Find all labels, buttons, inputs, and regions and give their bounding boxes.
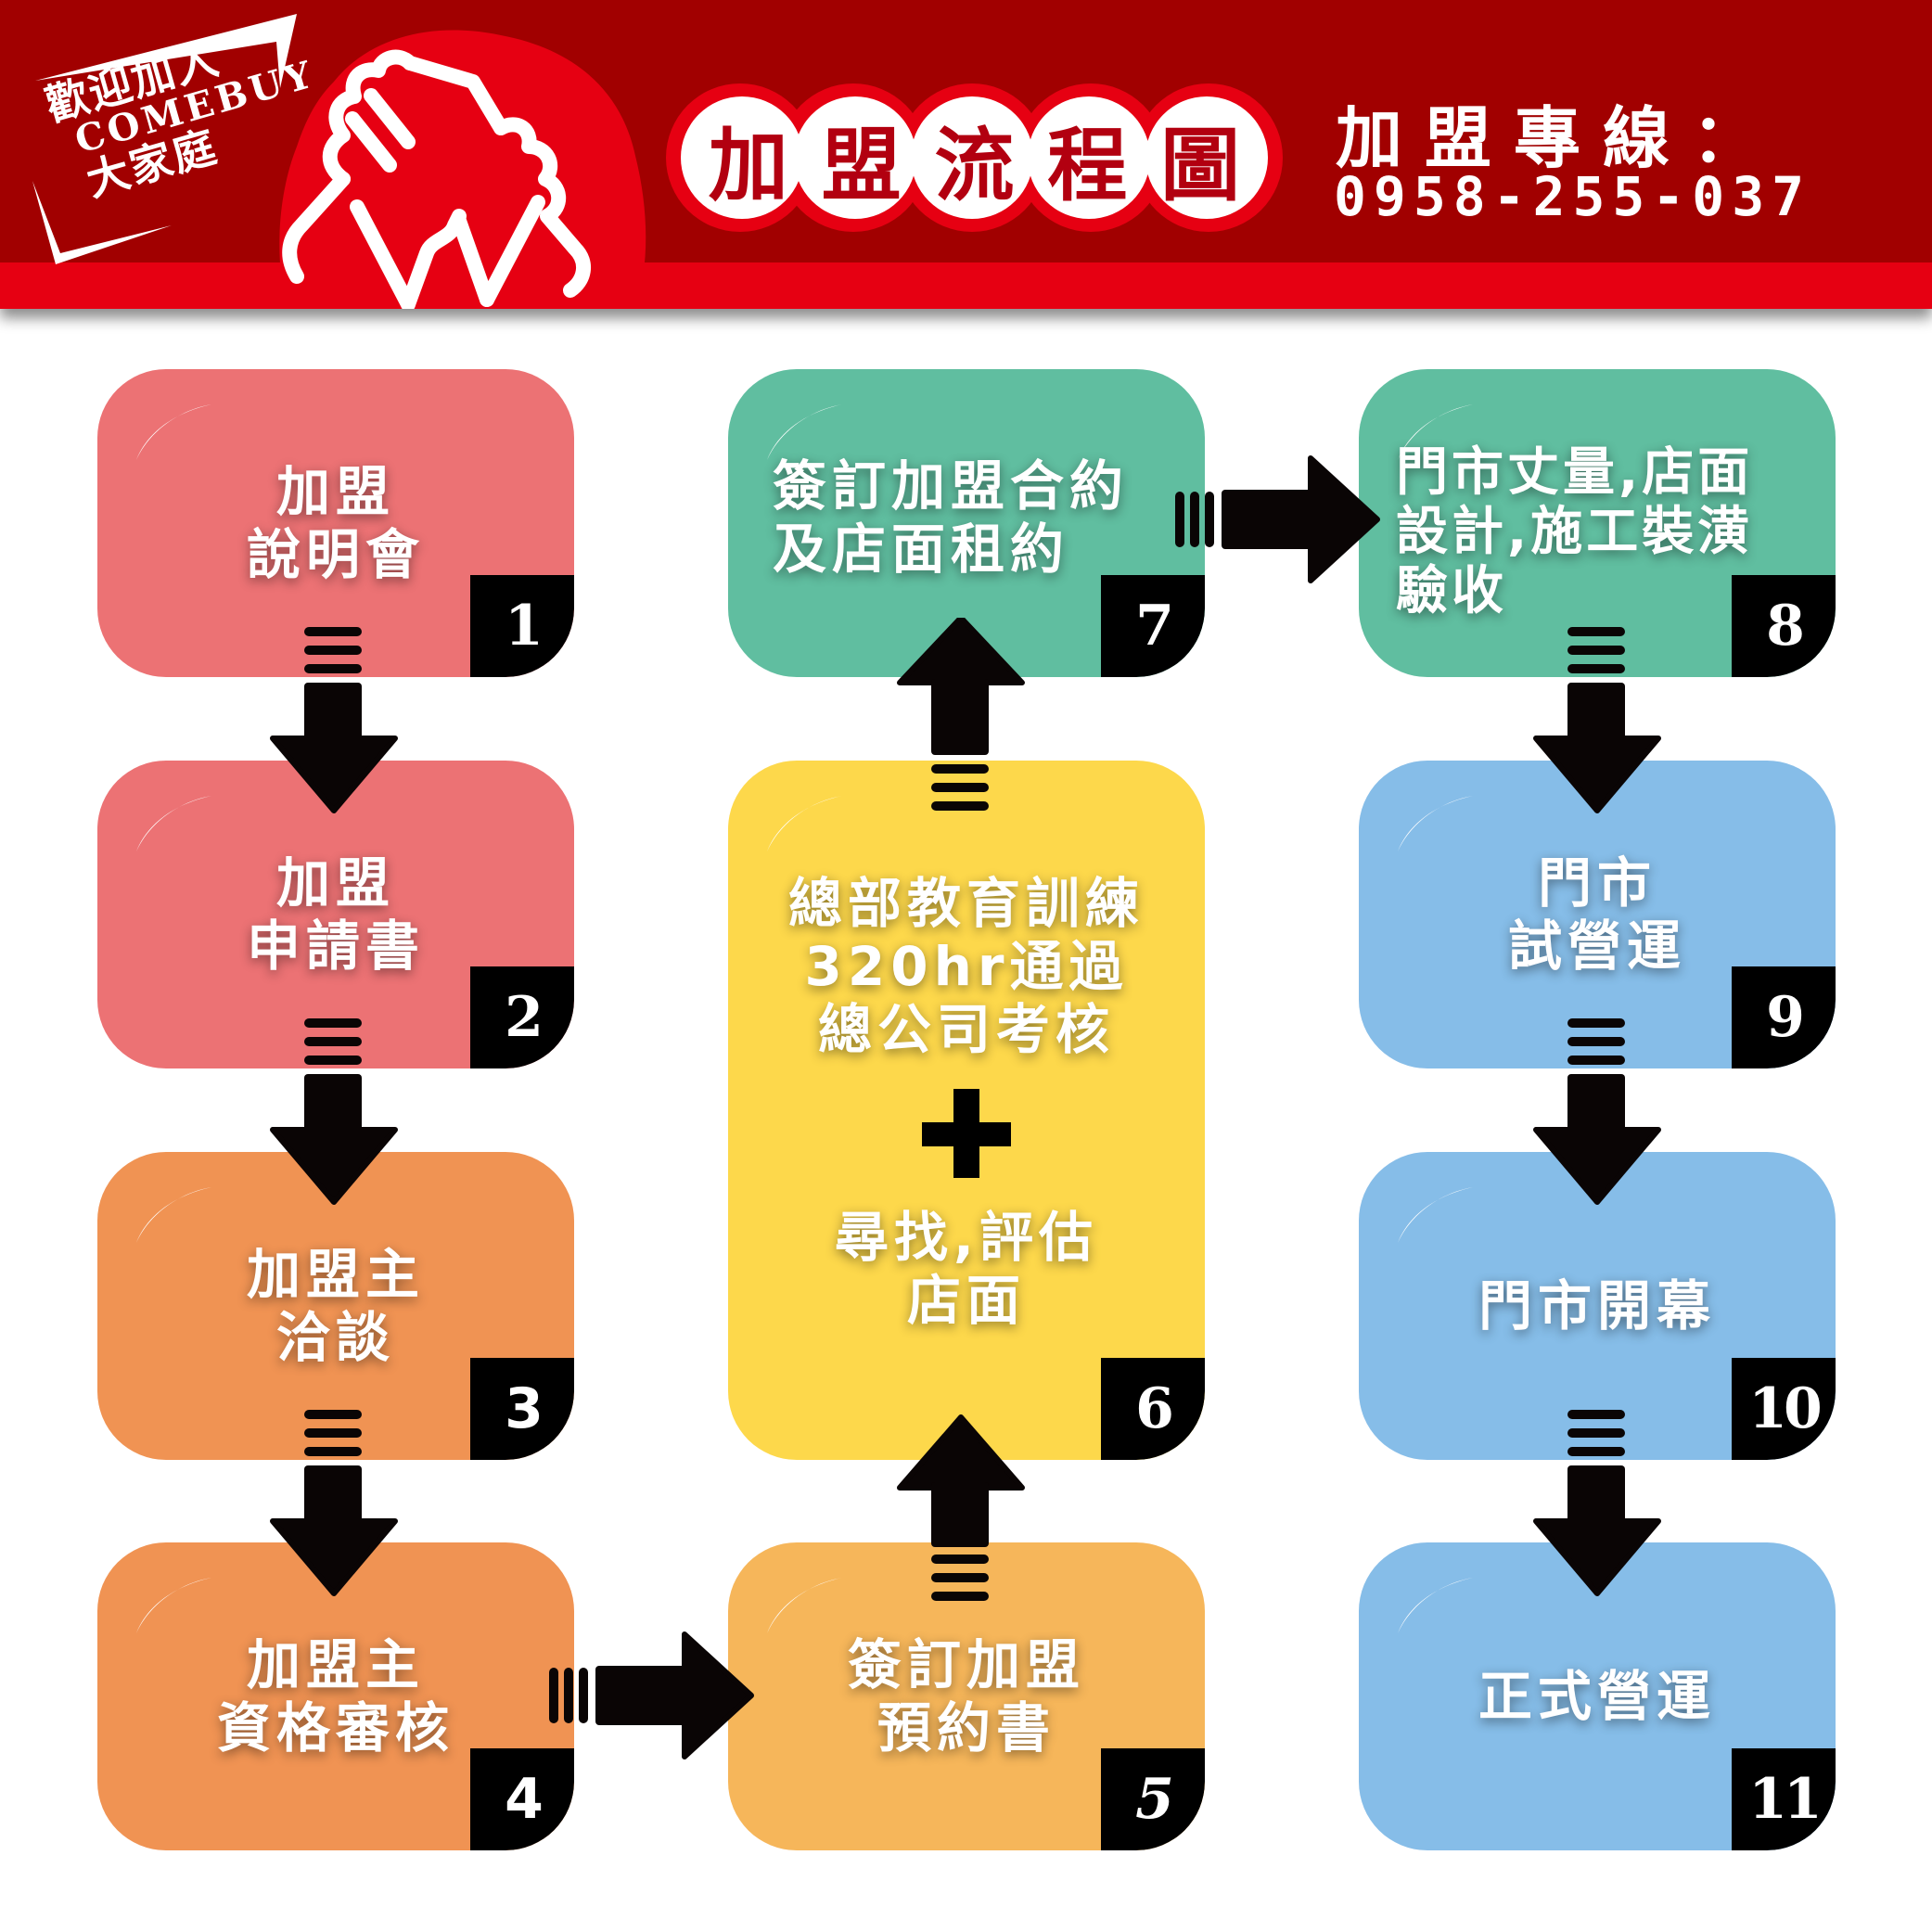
page-title: 加 盟 流 程 圖: [666, 83, 1283, 232]
welcome-frame-icon: [32, 14, 297, 264]
arrow-right-icon: [1175, 455, 1380, 583]
step-line: 加盟: [275, 851, 395, 915]
title-text: 加 盟 流 程 圖: [666, 83, 1283, 232]
step-number-badge: 1: [470, 575, 574, 677]
step-label: 加盟 申請書: [97, 761, 574, 1068]
arrow-up-icon: [897, 1414, 1025, 1601]
step-label: 加盟主 洽談: [97, 1152, 574, 1460]
step-line: 門市開幕: [1478, 1274, 1716, 1337]
step-line: 320hr通過: [804, 935, 1129, 998]
step-line: 門市丈量,店面: [1396, 442, 1754, 503]
step-label: 簽訂加盟 預約書: [728, 1542, 1205, 1850]
step-8-box: 門市丈量,店面 設計,施工裝潢 驗收 8: [1359, 369, 1836, 677]
step-label: 簽訂加盟合約 及店面租約: [728, 369, 1205, 677]
step-line: 試營運: [1507, 915, 1686, 978]
arrow-down-icon: [1533, 1018, 1661, 1205]
step-line: 說明會: [246, 523, 425, 586]
step-label: 加盟主 資格審核: [97, 1542, 574, 1850]
step-line: 簽訂加盟合約: [773, 454, 1130, 518]
step-1-box: 加盟 說明會 1: [97, 369, 574, 677]
step-line: 及店面租約: [773, 518, 1070, 581]
step-6-box: 總部教育訓練 320hr通過 總公司考核 尋找,評估 店面 6: [728, 761, 1205, 1460]
step-line: 加盟主: [246, 1633, 425, 1696]
title-char: 流: [934, 119, 1015, 212]
title-char: 加: [708, 119, 788, 212]
step-line: 簽訂加盟: [847, 1633, 1085, 1696]
step-line: 預約書: [876, 1696, 1056, 1759]
step-line: 總公司考核: [817, 998, 1115, 1061]
step-11-box: 正式營運 11: [1359, 1542, 1836, 1850]
plus-icon: [922, 1089, 1011, 1178]
step-line: 驗收: [1396, 561, 1507, 621]
arrow-down-icon: [270, 1018, 398, 1205]
arrow-down-icon: [270, 1410, 398, 1596]
step-label: 正式營運: [1359, 1542, 1836, 1850]
step-label: 門市 試營運: [1359, 761, 1836, 1068]
header-banner: 歡迎加入 COMEBUY 大家庭: [0, 0, 1932, 309]
step-line: 加盟: [275, 460, 395, 523]
step-3-box: 加盟主 洽談 3: [97, 1152, 574, 1460]
step-line: 尋找,評估: [834, 1206, 1099, 1269]
step-number-badge: 6: [1101, 1358, 1205, 1460]
step-number-badge: 3: [470, 1358, 574, 1460]
step-label: 加盟 說明會: [97, 369, 574, 677]
step-line: 店面: [906, 1269, 1026, 1332]
handshake-icon: [279, 30, 646, 309]
step-label: 門市開幕: [1359, 1152, 1836, 1460]
arrow-down-icon: [1533, 1410, 1661, 1596]
arrow-up-icon: [897, 618, 1025, 811]
step-5-box: 簽訂加盟 預約書 5: [728, 1542, 1205, 1850]
step-line: 門市: [1537, 851, 1657, 915]
title-char: 盟: [821, 119, 902, 212]
arrow-right-icon: [549, 1631, 754, 1759]
hotline-number[interactable]: 0958-255-037: [1334, 165, 1812, 228]
step-line: 正式營運: [1478, 1665, 1716, 1728]
step-label: 總部教育訓練 320hr通過 總公司考核 尋找,評估 店面: [728, 761, 1205, 1460]
arrow-down-icon: [270, 627, 398, 813]
step-line: 申請書: [246, 915, 425, 978]
step-line: 加盟主: [246, 1243, 425, 1306]
title-bubbles-icon: [666, 83, 1283, 232]
step-line: 洽談: [275, 1306, 395, 1369]
title-char: 圖: [1160, 119, 1241, 212]
step-line: 設計,施工裝潢: [1396, 502, 1754, 562]
step-line: 總部教育訓練: [787, 872, 1145, 935]
step-label: 門市丈量,店面 設計,施工裝潢 驗收: [1359, 369, 1836, 677]
title-char: 程: [1047, 119, 1128, 212]
hotline-label: 加盟專線：: [1336, 99, 1782, 177]
step-line: 資格審核: [216, 1696, 454, 1759]
arrow-down-icon: [1533, 627, 1661, 813]
